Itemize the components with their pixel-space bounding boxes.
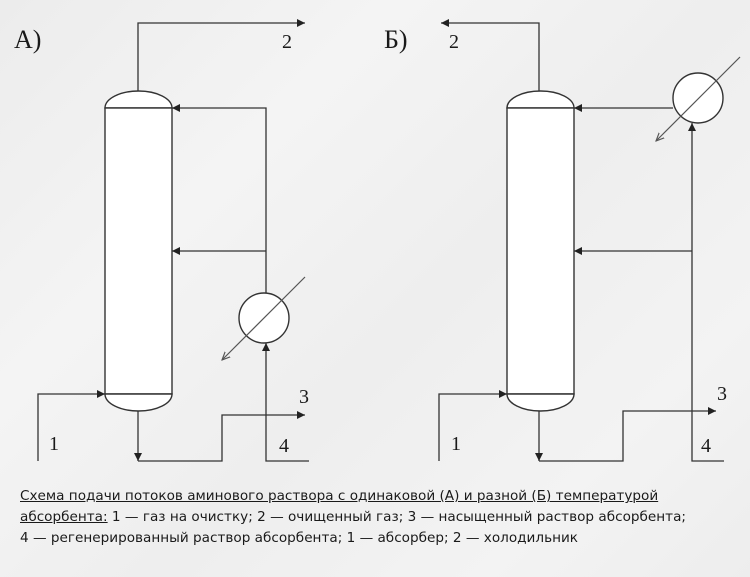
panel-a: А) 2 4 1 3: [14, 19, 309, 462]
panel-a-label: А): [14, 25, 41, 54]
absorber-shell: [104, 107, 173, 395]
figure-caption: Схема подачи потоков аминового раствора …: [20, 486, 740, 549]
stream-4-label: 4: [701, 435, 711, 457]
stream-3-rich-amine-line: [138, 411, 305, 462]
caption-line-1: Схема подачи потоков аминового раствора …: [20, 486, 740, 507]
stream-2-clean-gas-line: [137, 19, 305, 91]
cooler-a-coolant-arrow-icon: [222, 276, 306, 360]
lean-feed-top-line: [172, 104, 267, 293]
absorber-top-dome: [506, 90, 575, 109]
absorber-bottom-dome: [506, 393, 575, 412]
absorber-column-a: [104, 90, 173, 412]
caption-legend-part-1: 1 — газ на очистку; 2 — очищенный газ; 3…: [107, 509, 686, 525]
stream-2-label: 2: [449, 31, 459, 53]
panel-b: Б) 2 4 1 3: [384, 19, 741, 462]
absorber-shell: [506, 107, 575, 395]
stream-3-rich-amine-line: [539, 407, 716, 462]
caption-line-3: 4 — регенерированный раствор абсорбента;…: [20, 528, 740, 549]
absorber-column-b: [506, 90, 575, 412]
caption-line-2: абсорбента: 1 — газ на очистку; 2 — очищ…: [20, 507, 740, 528]
stream-1-label: 1: [49, 433, 59, 455]
caption-title: Схема подачи потоков аминового раствора …: [20, 488, 659, 504]
cooler-b-coolant-arrow-icon: [656, 56, 741, 141]
stream-2-label: 2: [282, 31, 292, 53]
stream-3-label: 3: [717, 383, 727, 405]
stream-1-gas-inlet-line: [438, 390, 507, 461]
stream-4-regenerated-line: [262, 343, 309, 462]
stream-1-label: 1: [451, 433, 461, 455]
stream-1-gas-inlet-line: [37, 390, 105, 461]
absorber-bottom-dome: [104, 393, 173, 412]
caption-legend-part-2: 4 — регенерированный раствор абсорбента;…: [20, 530, 579, 546]
stream-4-label: 4: [279, 435, 289, 457]
stream-3-label: 3: [299, 386, 309, 408]
absorber-top-dome: [104, 90, 173, 109]
stream-2-clean-gas-line: [441, 19, 540, 91]
panel-b-label: Б): [384, 25, 408, 54]
caption-title-end: абсорбента:: [20, 509, 108, 525]
process-diagram: А) 2 4 1 3 Б): [14, 19, 741, 462]
cooler-b: [672, 72, 724, 124]
stream-4-regenerated-line: [688, 123, 724, 462]
